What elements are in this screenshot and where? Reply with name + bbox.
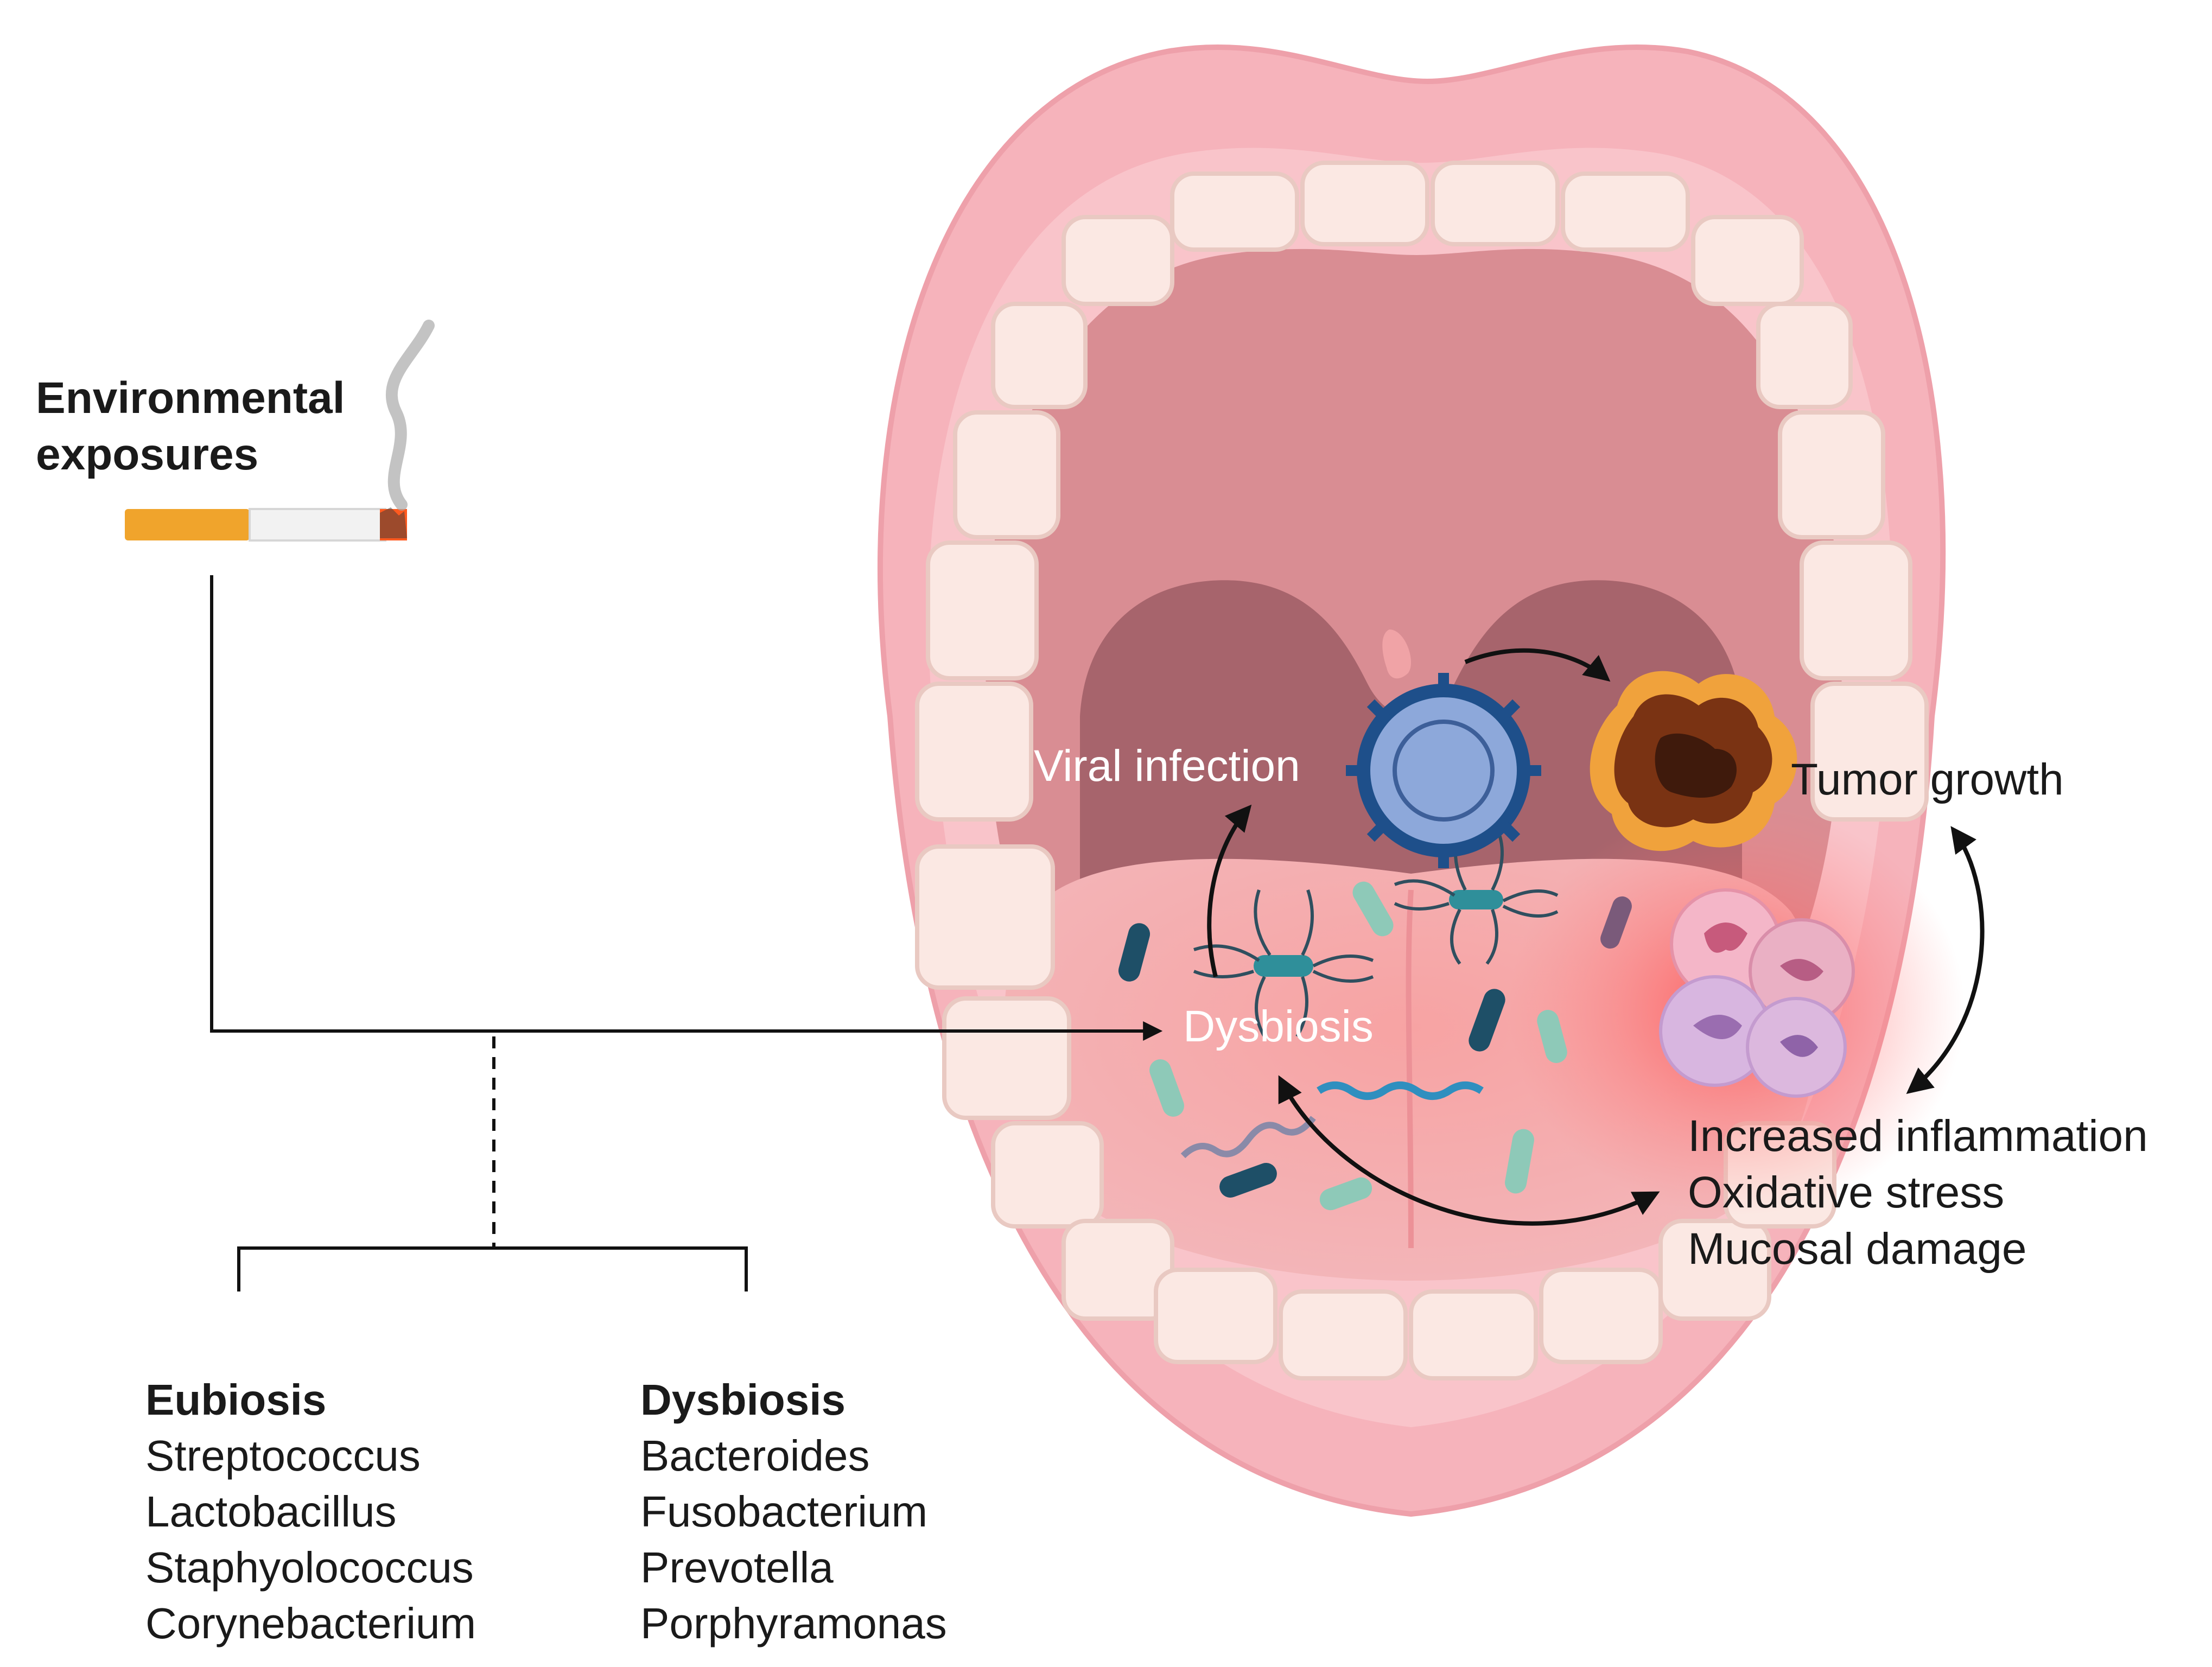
smoke — [385, 320, 435, 511]
exposure-title-line2: exposures — [36, 430, 259, 479]
flagellated-bacterium — [1394, 829, 1559, 965]
arrow-dysbiosis-to-viral — [1207, 804, 1252, 977]
bacterium — [1600, 896, 1632, 949]
viral-infection-label: Viral infection — [1034, 741, 1300, 791]
immune-cells — [1659, 888, 1855, 1098]
tumor — [1590, 671, 1797, 851]
dysbiosis-item: Bacteroides — [640, 1431, 870, 1480]
dysbiosis-item: Porphyramonas — [640, 1599, 947, 1647]
tumor-growth-label: Tumor growth — [1791, 755, 2064, 804]
virus — [1346, 673, 1541, 868]
arrow-dysbiosis-inflammation — [1278, 1075, 1660, 1226]
dysbiosis-label: Dysbiosis — [1183, 1002, 1374, 1051]
arrow-tumor-inflammation — [1906, 826, 1985, 1095]
connector-lines — [210, 575, 1163, 1291]
process-arrows — [1207, 648, 1985, 1226]
bacterium — [1352, 881, 1394, 937]
effect-label: Oxidative stress — [1688, 1168, 2005, 1217]
eubiosis-item: Staphyolococcus — [145, 1543, 474, 1592]
bacterium — [1118, 923, 1151, 982]
bacterium — [1469, 989, 1505, 1052]
eubiosis-item: Corynebacterium — [145, 1599, 476, 1647]
effect-label: Mucosal damage — [1688, 1224, 2027, 1274]
cigarette-icon — [125, 320, 435, 542]
upper-teeth — [915, 161, 1929, 822]
flagellated-bacterium — [1193, 889, 1374, 1038]
eubiosis-item: Lactobacillus — [145, 1487, 397, 1536]
eubiosis-title: Eubiosis — [145, 1376, 327, 1424]
dysbiosis-title: Dysbiosis — [640, 1376, 846, 1424]
arrow-virus-to-tumor — [1464, 648, 1611, 682]
bacterium — [1537, 1010, 1567, 1063]
eubiosis-item: Streptococcus — [145, 1431, 421, 1480]
dysbiosis-item: Fusobacterium — [640, 1487, 928, 1536]
bacterium — [1219, 1163, 1277, 1198]
uvula — [1382, 629, 1412, 679]
bacterium — [1149, 1059, 1184, 1117]
exposure-title-line1: Environmental — [36, 373, 345, 423]
dysbiosis-item: Prevotella — [640, 1543, 834, 1592]
effect-label: Increased inflammation — [1688, 1111, 2148, 1161]
